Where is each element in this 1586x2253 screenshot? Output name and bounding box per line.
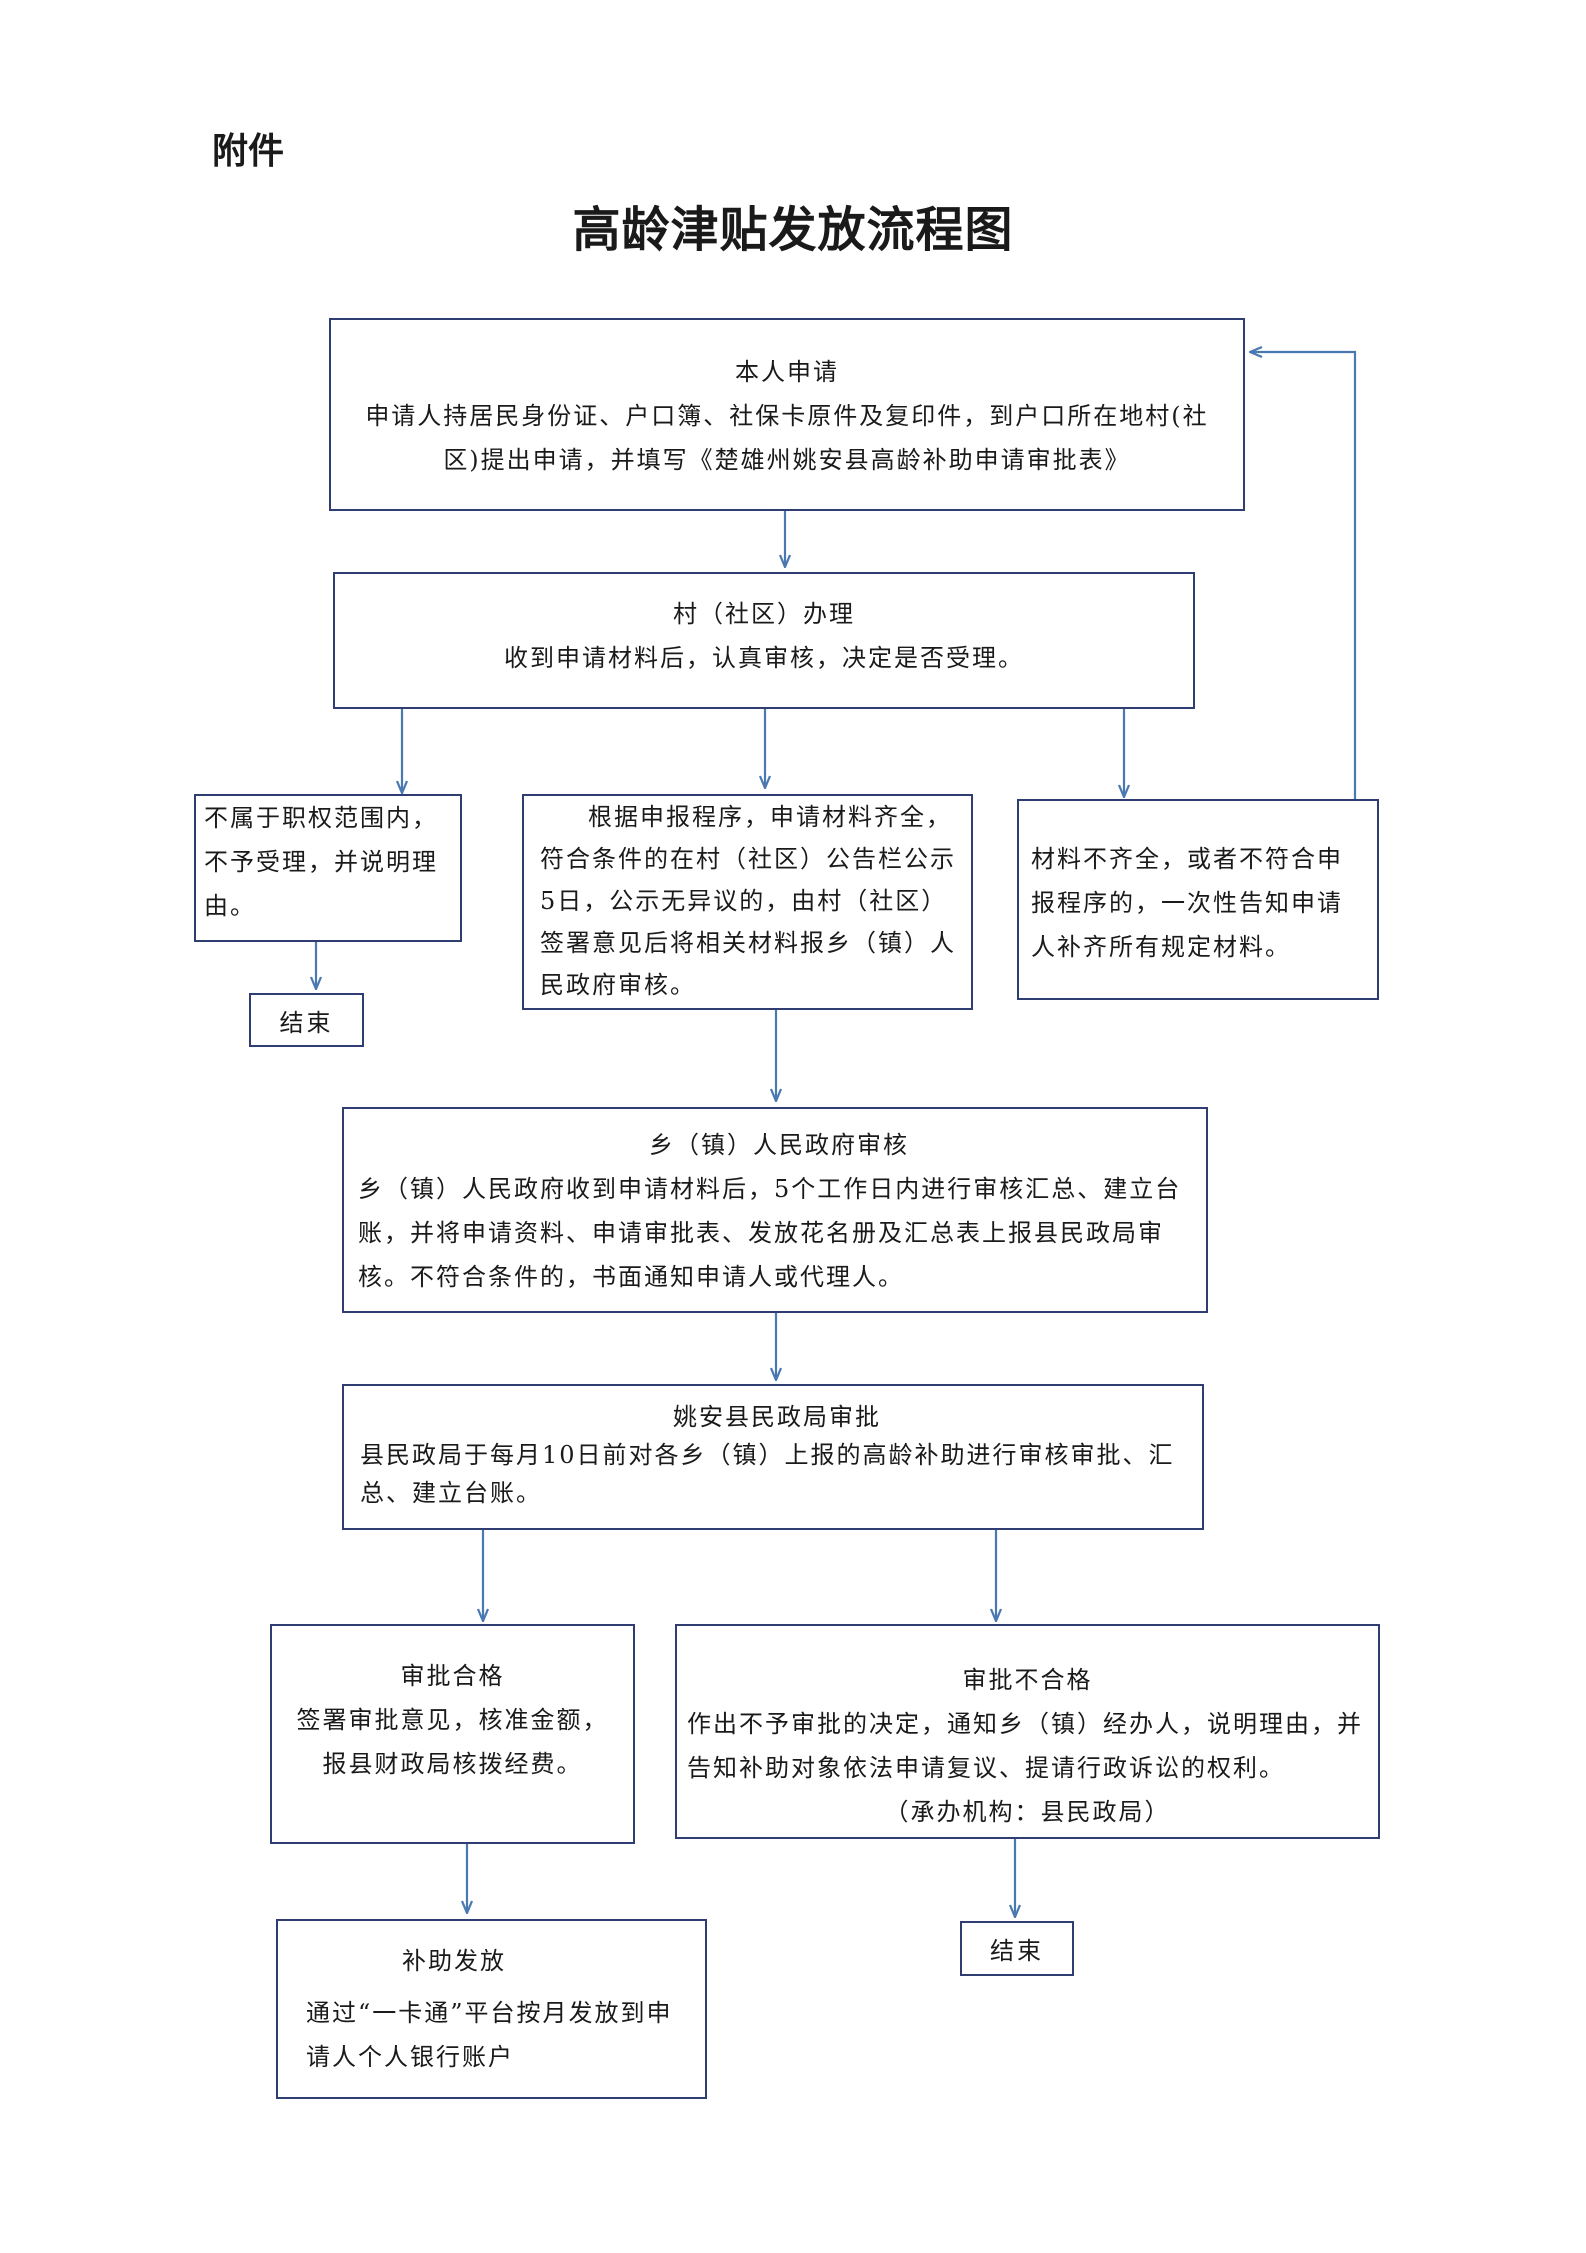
end-label: 结束 xyxy=(279,1008,334,1037)
step-publicize: 根据申报程序，申请材料齐全，符合条件的在村（社区）公告栏公示5日，公示无异议的，… xyxy=(522,794,973,1010)
step-body: 签署审批意见，核准金额，报县财政局核拨经费。 xyxy=(296,1706,609,1778)
step-body: 通过“一卡通”平台按月发放到申请人个人银行账户 xyxy=(306,1999,673,2071)
step-heading: 审批不合格 xyxy=(962,1666,1093,1694)
step-village-processing: 村（社区）办理 收到申请材料后，认真审核，决定是否受理。 xyxy=(333,572,1195,709)
step-body: 根据申报程序，申请材料齐全，符合条件的在村（社区）公告栏公示5日，公示无异议的，… xyxy=(540,803,956,999)
attachment-label: 附件 xyxy=(212,131,285,172)
step-township-review: 乡（镇）人民政府审核 乡（镇）人民政府收到申请材料后，5个工作日内进行审核汇总、… xyxy=(342,1107,1208,1313)
step-heading: 乡（镇）人民政府审核 xyxy=(649,1131,909,1159)
page-title: 高龄津贴发放流程图 xyxy=(572,202,1014,258)
step-heading: 本人申请 xyxy=(735,358,839,386)
end-label: 结束 xyxy=(990,1937,1044,1965)
step-heading: 村（社区）办理 xyxy=(673,600,855,628)
step-body: 作出不予审批的决定，通知乡（镇）经办人，说明理由，并告知补助对象依法申请复议、提… xyxy=(687,1710,1363,1782)
step-county-approval: 姚安县民政局审批 县民政局于每月10日前对各乡（镇）上报的高龄补助进行审核审批、… xyxy=(342,1384,1204,1530)
step-body: 材料不齐全，或者不符合申报程序的，一次性告知申请人补齐所有规定材料。 xyxy=(1031,845,1343,961)
step-body: 收到申请材料后，认真审核，决定是否受理。 xyxy=(504,644,1024,672)
step-body: 申请人持居民身份证、户口簿、社保卡原件及复印件，到户口所在地村(社区)提出申请，… xyxy=(365,402,1209,474)
arrow-incomplete-to-apply xyxy=(1250,352,1357,800)
step-subsidy-disbursement: 补助发放 通过“一卡通”平台按月发放到申请人个人银行账户 xyxy=(276,1919,707,2099)
step-heading: 姚安县民政局审批 xyxy=(673,1403,881,1431)
step-heading: 补助发放 xyxy=(402,1947,506,1975)
step-not-approved: 审批不合格 作出不予审批的决定，通知乡（镇）经办人，说明理由，并告知补助对象依法… xyxy=(675,1624,1380,1839)
step-approved: 审批合格 签署审批意见，核准金额，报县财政局核拨经费。 xyxy=(270,1624,635,1844)
step-body: 乡（镇）人民政府收到申请材料后，5个工作日内进行审核汇总、建立台账，并将申请资料… xyxy=(358,1175,1182,1291)
step-reject-out-of-scope: 不属于职权范围内，不予受理，并说明理由。 xyxy=(194,794,462,942)
end-node-1: 结束 xyxy=(249,993,364,1047)
step-personal-application: 本人申请 申请人持居民身份证、户口簿、社保卡原件及复印件，到户口所在地村(社区)… xyxy=(329,318,1245,511)
step-body: 县民政局于每月10日前对各乡（镇）上报的高龄补助进行审核审批、汇总、建立台账。 xyxy=(360,1441,1175,1507)
handling-agency-note: （承办机构：县民政局） xyxy=(884,1798,1171,1826)
step-heading: 审批合格 xyxy=(400,1662,505,1690)
step-body: 不属于职权范围内，不予受理，并说明理由。 xyxy=(204,804,438,920)
end-node-2: 结束 xyxy=(960,1921,1074,1976)
step-incomplete-materials: 材料不齐全，或者不符合申报程序的，一次性告知申请人补齐所有规定材料。 xyxy=(1017,799,1379,1000)
